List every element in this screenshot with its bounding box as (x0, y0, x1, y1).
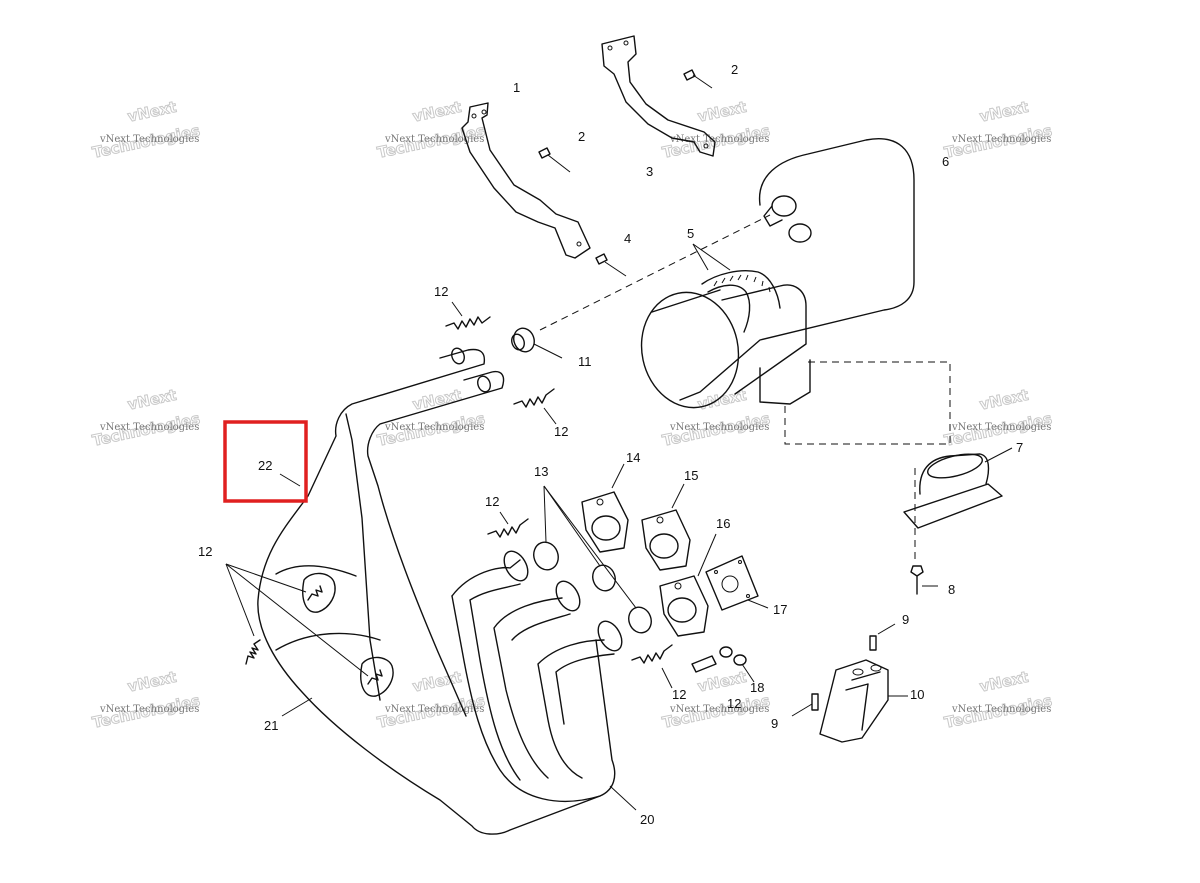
callout-16: 16 (716, 516, 730, 531)
flange-part-14 (581, 463, 629, 553)
screw-part-9-lower (791, 693, 819, 717)
callout-2-upper: 2 (731, 62, 738, 77)
expansion-chamber-part-21 (257, 347, 601, 835)
callout-8: 8 (948, 582, 955, 597)
callout-12-a: 12 (434, 284, 448, 299)
callout-5: 5 (687, 226, 694, 241)
highlight-box (223, 420, 308, 503)
spring-part-12-b (513, 388, 557, 425)
watermark-stamp-text: vNext (126, 98, 178, 126)
callout-22: 22 (258, 458, 272, 473)
callout-9-upper: 9 (902, 612, 909, 627)
watermark-name-text: vNext Technologies (669, 422, 769, 433)
callout-18: 18 (750, 680, 764, 695)
callout-11: 11 (578, 354, 592, 369)
callout-labels: 1 2 2 3 4 5 6 7 8 9 9 10 11 12 12 12 12 … (198, 62, 1023, 827)
watermark-name-text: vNext Technologies (384, 704, 484, 715)
watermark-stamp-text: vNext (978, 668, 1030, 696)
bracket-part-3 (601, 35, 716, 157)
screw-part-9-upper (869, 623, 896, 651)
flange-part-16 (659, 533, 717, 637)
watermark-stamp-text: vNext (411, 98, 463, 126)
callout-13-a: 13 (534, 464, 548, 479)
watermark-name-text: vNext Technologies (951, 422, 1051, 433)
gasket-part-17 (705, 555, 769, 611)
part-22-callout (223, 420, 308, 503)
bracket-part-10 (819, 659, 908, 743)
spring-part-5 (692, 243, 781, 333)
callout-14: 14 (626, 450, 640, 465)
callout-6: 6 (942, 154, 949, 169)
bolt-part-4 (595, 253, 627, 277)
watermark-name-text: vNext Technologies (384, 134, 484, 145)
watermark-stamp-text: vNext (126, 386, 178, 414)
watermark-name-text: vNext Technologies (384, 422, 484, 433)
bolt-part-8 (910, 565, 938, 595)
bolt-part-18 (691, 646, 755, 683)
callout-12-c: 12 (485, 494, 499, 509)
header-part-20 (451, 550, 637, 811)
watermark-stamp-text: vNext (126, 668, 178, 696)
bracket-part-1 (461, 102, 591, 259)
clamp-part-13 (533, 485, 652, 634)
callout-12-b: 12 (554, 424, 568, 439)
watermark-name-text: vNext Technologies (669, 134, 769, 145)
spring-part-12-d (631, 644, 673, 689)
watermark-name-text: vNext Technologies (951, 134, 1051, 145)
callout-4: 4 (624, 231, 631, 246)
watermark-name-text: vNext Technologies (951, 704, 1051, 715)
callout-20: 20 (640, 812, 654, 827)
callout-1: 1 (513, 80, 520, 95)
watermark-name-text: vNext Technologies (99, 134, 199, 145)
watermark-name-text: vNext Technologies (99, 704, 199, 715)
callout-15: 15 (684, 468, 698, 483)
callout-12-e: 12 (672, 687, 686, 702)
callout-2-middle: 2 (578, 129, 585, 144)
callout-7: 7 (1016, 440, 1023, 455)
callout-3: 3 (646, 164, 653, 179)
callout-9-lower: 9 (771, 716, 778, 731)
callout-12-f: 12 (727, 696, 741, 711)
spring-part-12-e (225, 563, 383, 685)
watermark-stamp-text: vNext (696, 668, 748, 696)
muffler-part-6 (539, 138, 951, 560)
watermark-stamp-text: vNext (978, 386, 1030, 414)
callout-17: 17 (773, 602, 787, 617)
bolt-part-2-middle (538, 147, 571, 173)
tailpipe-part-7 (903, 447, 1013, 529)
callout-10: 10 (910, 687, 924, 702)
flange-part-15 (641, 483, 691, 571)
watermark-stamp-text: vNext (411, 386, 463, 414)
callout-12-d: 12 (198, 544, 212, 559)
callout-21: 21 (264, 718, 278, 733)
watermark-stamp-text: vNext (978, 98, 1030, 126)
spring-part-12-c (487, 511, 529, 538)
watermark-name-text: vNext Technologies (669, 704, 769, 715)
bolt-part-2-upper (683, 69, 713, 89)
watermark-name-text: vNext Technologies (99, 422, 199, 433)
clamp-part-11 (511, 327, 563, 359)
watermark-stamp-text: vNext (696, 98, 748, 126)
spring-part-12-a (445, 301, 491, 330)
